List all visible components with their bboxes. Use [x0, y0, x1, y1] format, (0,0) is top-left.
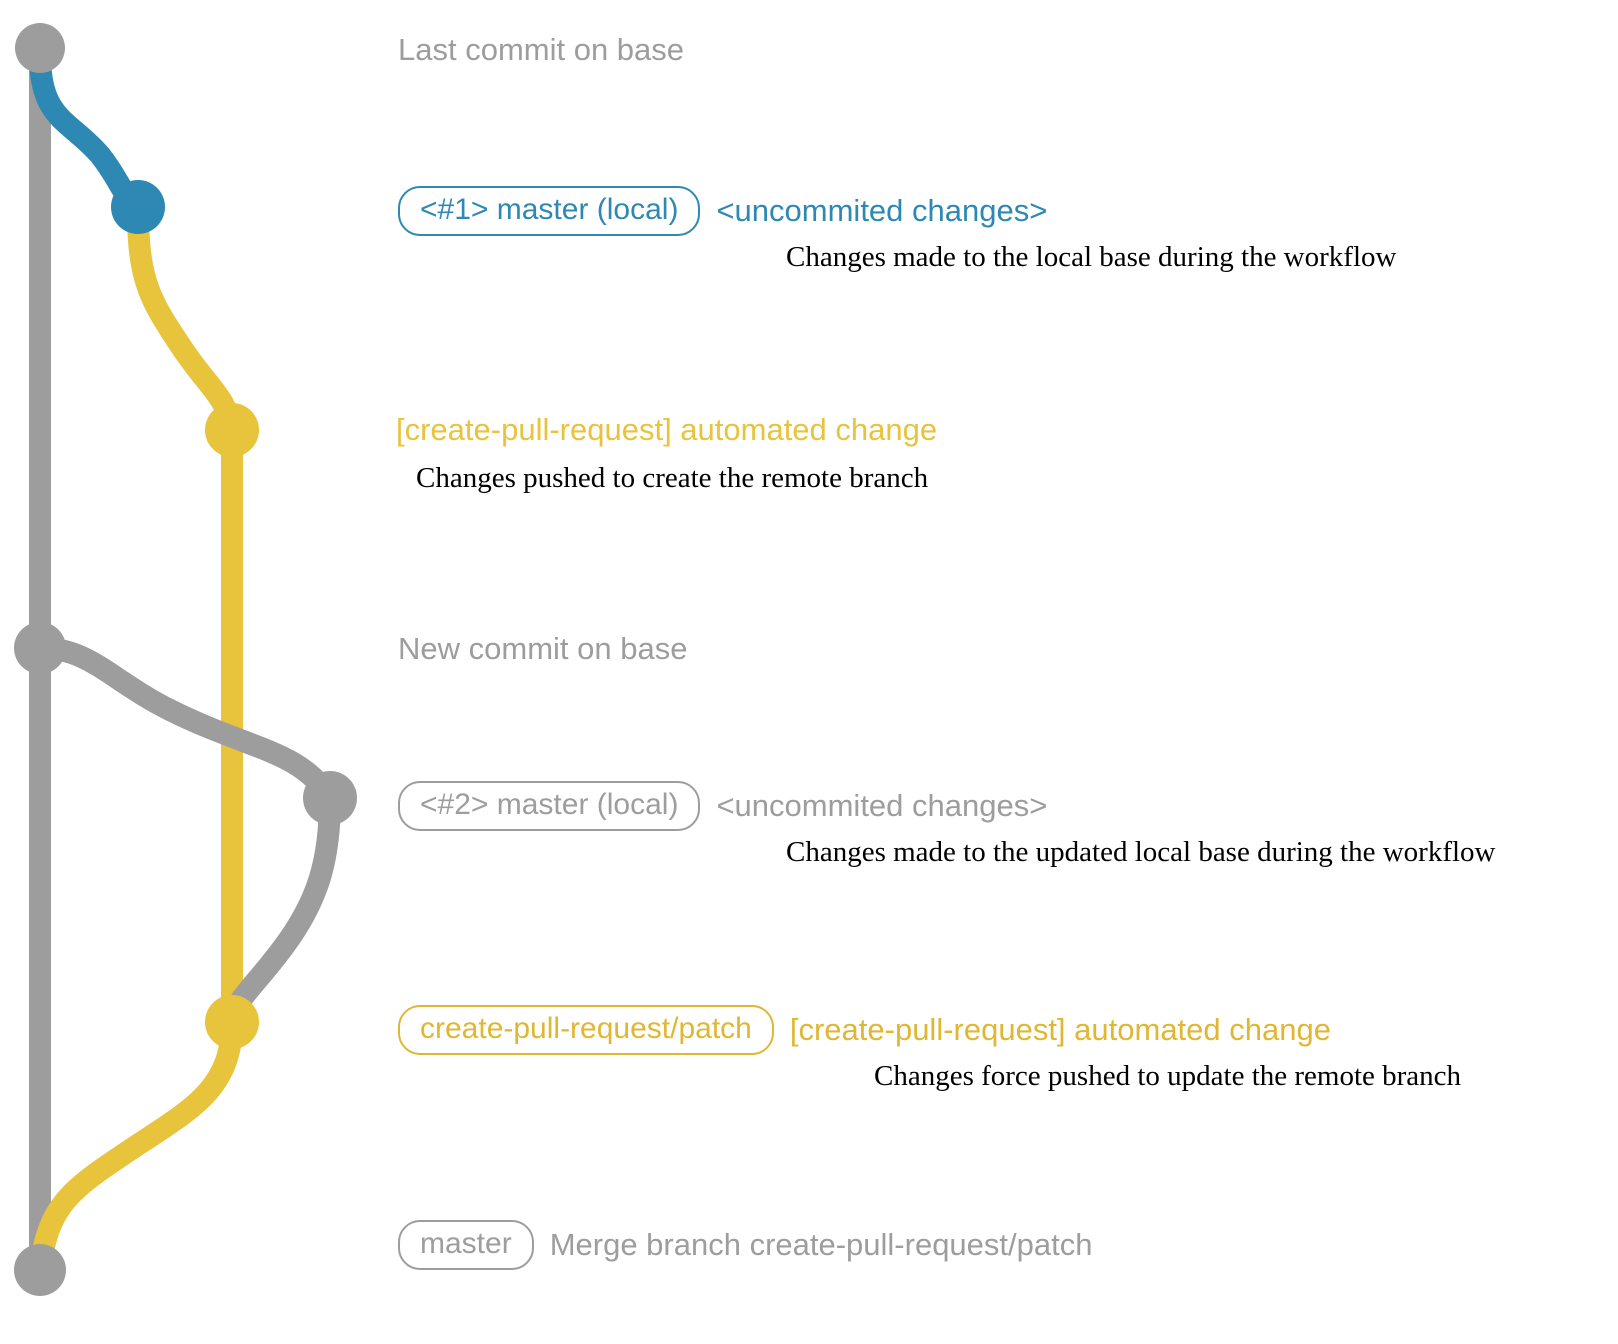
branch-badge-master-local-2[interactable]: <#2> master (local) — [398, 781, 701, 831]
edge-basenew-to-local2-gray — [29, 637, 341, 809]
headline-row: [create-pull-request] automated change — [396, 412, 937, 448]
branch-badge-master-local-1[interactable]: <#1> master (local) — [398, 186, 701, 236]
commit-message-last-commit-on-base: Last commit on base — [398, 32, 685, 67]
annotation-new-commit-on-base: New commit on base — [398, 631, 687, 667]
annotation-automated-change-1: [create-pull-request] automated change — [396, 412, 937, 448]
node-local-1 — [111, 180, 165, 234]
branch-badge-master[interactable]: master — [398, 1220, 534, 1270]
description-automated-change-2: Changes force pushed to update the remot… — [874, 1060, 1462, 1092]
headline-row: Last commit on base — [398, 32, 684, 68]
node-local-2 — [303, 771, 357, 825]
headline-row: master Merge branch create-pull-request/… — [398, 1220, 1092, 1270]
annotation-merge-commit: master Merge branch create-pull-request/… — [398, 1220, 1092, 1270]
annotation-master-local-2: <#2> master (local) <uncommited changes> — [398, 781, 1047, 831]
annotation-last-commit-on-base: Last commit on base — [398, 32, 684, 68]
description-automated-change-1: Changes pushed to create the remote bran… — [416, 462, 929, 494]
node-base-old — [15, 23, 65, 73]
edge-patch2-to-merge-yellow — [29, 1011, 243, 1281]
description-master-local-1: Changes made to the local base during th… — [786, 241, 1397, 273]
node-patch-2 — [205, 995, 259, 1049]
edge-local1-to-patch1-yellow — [127, 199, 243, 441]
branch-badge-create-pull-request-patch[interactable]: create-pull-request/patch — [398, 1005, 774, 1055]
annotation-automated-change-2: create-pull-request/patch [create-pull-r… — [398, 1005, 1331, 1055]
commit-message-new-commit-on-base: New commit on base — [398, 631, 688, 666]
graph-nodes — [14, 23, 357, 1296]
commit-message-master-local-1: <uncommited changes> — [716, 192, 1048, 228]
headline-row: New commit on base — [398, 631, 687, 667]
node-patch-1 — [205, 403, 259, 457]
commit-message-merge-commit: Merge branch create-pull-request/patch — [549, 1226, 1093, 1262]
headline-row: create-pull-request/patch [create-pull-r… — [398, 1005, 1331, 1055]
commit-message-automated-change-1: [create-pull-request] automated change — [396, 412, 938, 447]
node-merge — [14, 1244, 66, 1296]
commit-message-automated-change-2: [create-pull-request] automated change — [789, 1011, 1331, 1047]
annotation-master-local-1: <#1> master (local) <uncommited changes> — [398, 186, 1047, 236]
commit-message-master-local-2: <uncommited changes> — [716, 787, 1048, 823]
description-master-local-2: Changes made to the updated local base d… — [786, 836, 1496, 868]
headline-row: <#1> master (local) <uncommited changes> — [398, 186, 1047, 236]
headline-row: <#2> master (local) <uncommited changes> — [398, 781, 1047, 831]
node-base-new — [14, 622, 66, 674]
